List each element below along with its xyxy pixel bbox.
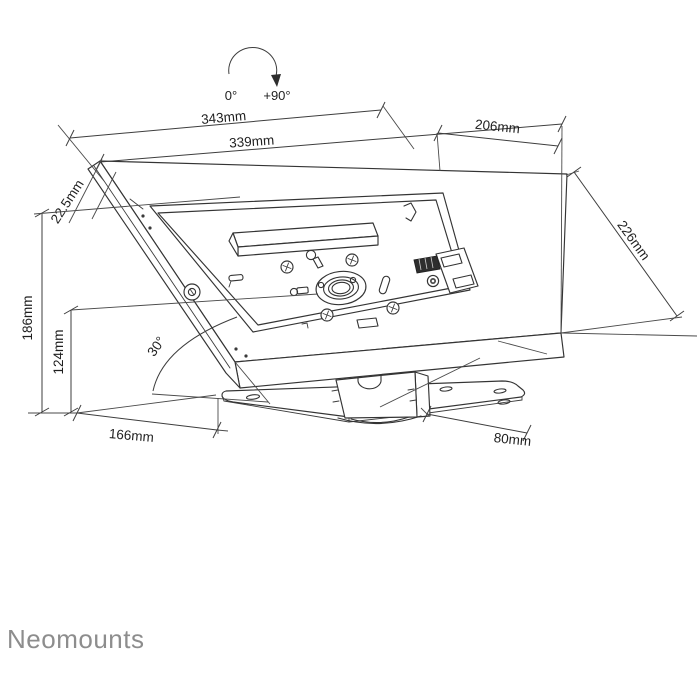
tablet-left-face	[87, 160, 241, 389]
extension-line	[382, 105, 415, 150]
left-edge-screw-dot-1	[141, 214, 145, 218]
keylock-core	[187, 287, 197, 297]
bottom-tab	[356, 317, 379, 329]
extension-line	[420, 407, 430, 417]
backplate-screw-3	[320, 308, 334, 322]
ground-edge	[76, 394, 217, 414]
dimension-label: 339mm	[229, 132, 275, 150]
extension-line	[70, 293, 319, 311]
left-face-divider	[129, 198, 144, 210]
latch-screw-center	[431, 279, 435, 283]
dimension-124mm: 124mm	[51, 293, 319, 417]
dimension-label: 206mm	[474, 117, 520, 137]
tilt-baseline	[151, 393, 269, 403]
dimension-label: 30°	[144, 334, 168, 359]
dimension-343mm: 343mm	[57, 101, 415, 182]
swivel-curve-inner	[350, 416, 410, 424]
dimensions: 0° +90° 343mm 339mm 206mm	[20, 46, 698, 449]
front-port-dot-1	[234, 347, 238, 351]
backplate-screw-2	[345, 253, 359, 267]
dimension-label: 166mm	[108, 426, 154, 445]
column-slot-2	[332, 400, 340, 403]
dimension-166mm: 166mm	[72, 394, 229, 445]
latch-tab-bottom	[452, 274, 475, 289]
tilt-edge-line	[234, 361, 271, 405]
extension-line	[68, 158, 103, 224]
ground-diagonal-2	[497, 340, 548, 355]
dimension-80mm: 80mm	[379, 332, 698, 449]
front-port-dot-2	[244, 354, 248, 358]
left-edge-screw-dot-2	[148, 226, 152, 230]
base-plate-hole-4	[497, 399, 511, 405]
adjuster-t-part	[228, 274, 244, 288]
extension-line	[565, 170, 580, 176]
dimension-206mm: 206mm	[433, 117, 563, 334]
stand	[221, 371, 526, 425]
rotation-arrowhead	[271, 74, 281, 87]
tilt-arc	[152, 316, 238, 392]
rotation-indicator: 0° +90°	[225, 46, 291, 103]
keyhole-slot	[305, 249, 324, 269]
tablet-left-face-inner-line	[93, 165, 231, 369]
dimension-line	[426, 413, 528, 434]
brand-logo: Neomounts	[7, 624, 144, 654]
column-slot-1	[331, 389, 339, 392]
boss-flange-hole-2	[349, 276, 357, 284]
dimension-label: 186mm	[20, 295, 35, 340]
extension-line	[216, 429, 229, 432]
cable-notch	[357, 374, 382, 390]
extension-line	[436, 132, 441, 172]
column-slot-4	[409, 399, 417, 402]
rotation-arc	[228, 46, 278, 80]
latch-tab-top	[440, 253, 463, 268]
cable-cover-bar-end	[228, 232, 239, 257]
corner-hook	[403, 202, 417, 222]
dimension-226mm: 226mm	[560, 166, 685, 334]
swivel-curve-outer	[337, 415, 422, 425]
base-plate-hole-2	[439, 386, 453, 392]
backplate-screw-1	[280, 260, 294, 274]
boss-flange-hole-1	[317, 281, 325, 289]
tablet-enclosure	[87, 160, 568, 389]
dimension-line	[573, 171, 678, 317]
dimension-line	[76, 412, 218, 431]
extension-line	[560, 125, 563, 334]
dimension-line	[437, 132, 559, 147]
ground-diagonal-1	[379, 357, 481, 408]
extension-line	[33, 196, 241, 215]
dimension-line	[69, 109, 382, 139]
column-slot-3	[407, 388, 415, 391]
ground-flat-line	[561, 332, 698, 337]
dimension-label: 343mm	[201, 108, 247, 127]
extension-line	[57, 124, 105, 182]
bottom-notch	[301, 322, 309, 329]
vesa-pivot-boss	[315, 270, 367, 306]
dimension-label: 80mm	[493, 430, 532, 449]
base-plate-hole-3	[493, 388, 507, 394]
dimension-label: 124mm	[51, 329, 66, 374]
latch-assembly	[413, 247, 479, 294]
base-plate-edge-1	[223, 400, 350, 423]
keylock-slot	[189, 288, 195, 296]
base-plate-hole-1	[245, 394, 261, 400]
dimension-label: 22.5mm	[48, 177, 87, 226]
dimension-line	[99, 123, 563, 163]
extension-line	[91, 171, 117, 220]
base-plate-edge-3	[420, 399, 523, 415]
rotation-end-label: +90°	[263, 88, 290, 103]
rotation-start-label: 0°	[225, 88, 237, 103]
extension-line	[560, 316, 683, 334]
oval-slot	[378, 275, 391, 295]
backplate-screw-4	[386, 301, 400, 315]
dimension-186mm: 186mm	[20, 196, 241, 417]
